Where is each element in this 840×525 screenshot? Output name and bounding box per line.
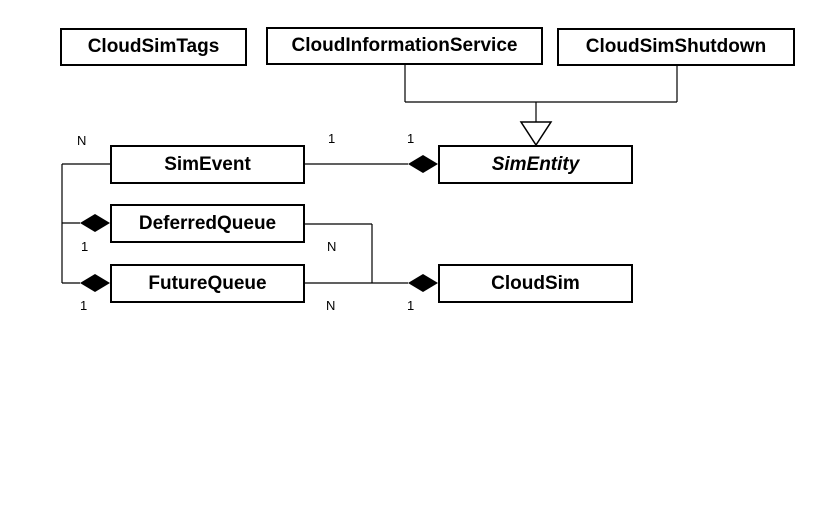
- multiplicity-label: 1: [328, 131, 336, 146]
- composition-diamond-icon: [80, 274, 110, 292]
- class-label: CloudSim: [491, 272, 580, 294]
- class-cloudinformationservice: CloudInformationService: [266, 27, 543, 65]
- queues-cloudsim-connector: [305, 223, 408, 284]
- class-cloudsimtags: CloudSimTags: [60, 28, 247, 66]
- multiplicity-label: N: [77, 133, 87, 148]
- class-label: CloudInformationService: [291, 35, 518, 56]
- multiplicity-label: N: [326, 298, 336, 313]
- simevent-queues-connector: [61, 163, 110, 284]
- class-futurequeue: FutureQueue: [110, 264, 305, 303]
- class-deferredqueue: DeferredQueue: [110, 204, 305, 243]
- class-cloudsimshutdown: CloudSimShutdown: [557, 28, 795, 66]
- composition-diamond-icon: [408, 155, 438, 173]
- class-cloudsim: CloudSim: [438, 264, 633, 303]
- composition-diamond-icon: [408, 274, 438, 292]
- class-simentity: SimEntity: [438, 145, 633, 184]
- multiplicity-label: 1: [407, 131, 415, 146]
- class-label: SimEntity: [491, 153, 580, 175]
- multiplicity-label: 1: [80, 298, 88, 313]
- inheritance-connector: [404, 65, 678, 122]
- class-label: CloudSimTags: [87, 36, 220, 57]
- inheritance-triangle-icon: [519, 121, 553, 147]
- composition-diamond-icon: [80, 214, 110, 232]
- multiplicity-label: 1: [407, 298, 415, 313]
- class-simevent: SimEvent: [110, 145, 305, 184]
- multiplicity-label: 1: [81, 239, 89, 254]
- multiplicity-label: N: [327, 239, 337, 254]
- class-label: CloudSimShutdown: [585, 36, 767, 57]
- class-label: DeferredQueue: [138, 212, 277, 234]
- class-label: SimEvent: [164, 153, 251, 175]
- class-label: FutureQueue: [148, 272, 267, 294]
